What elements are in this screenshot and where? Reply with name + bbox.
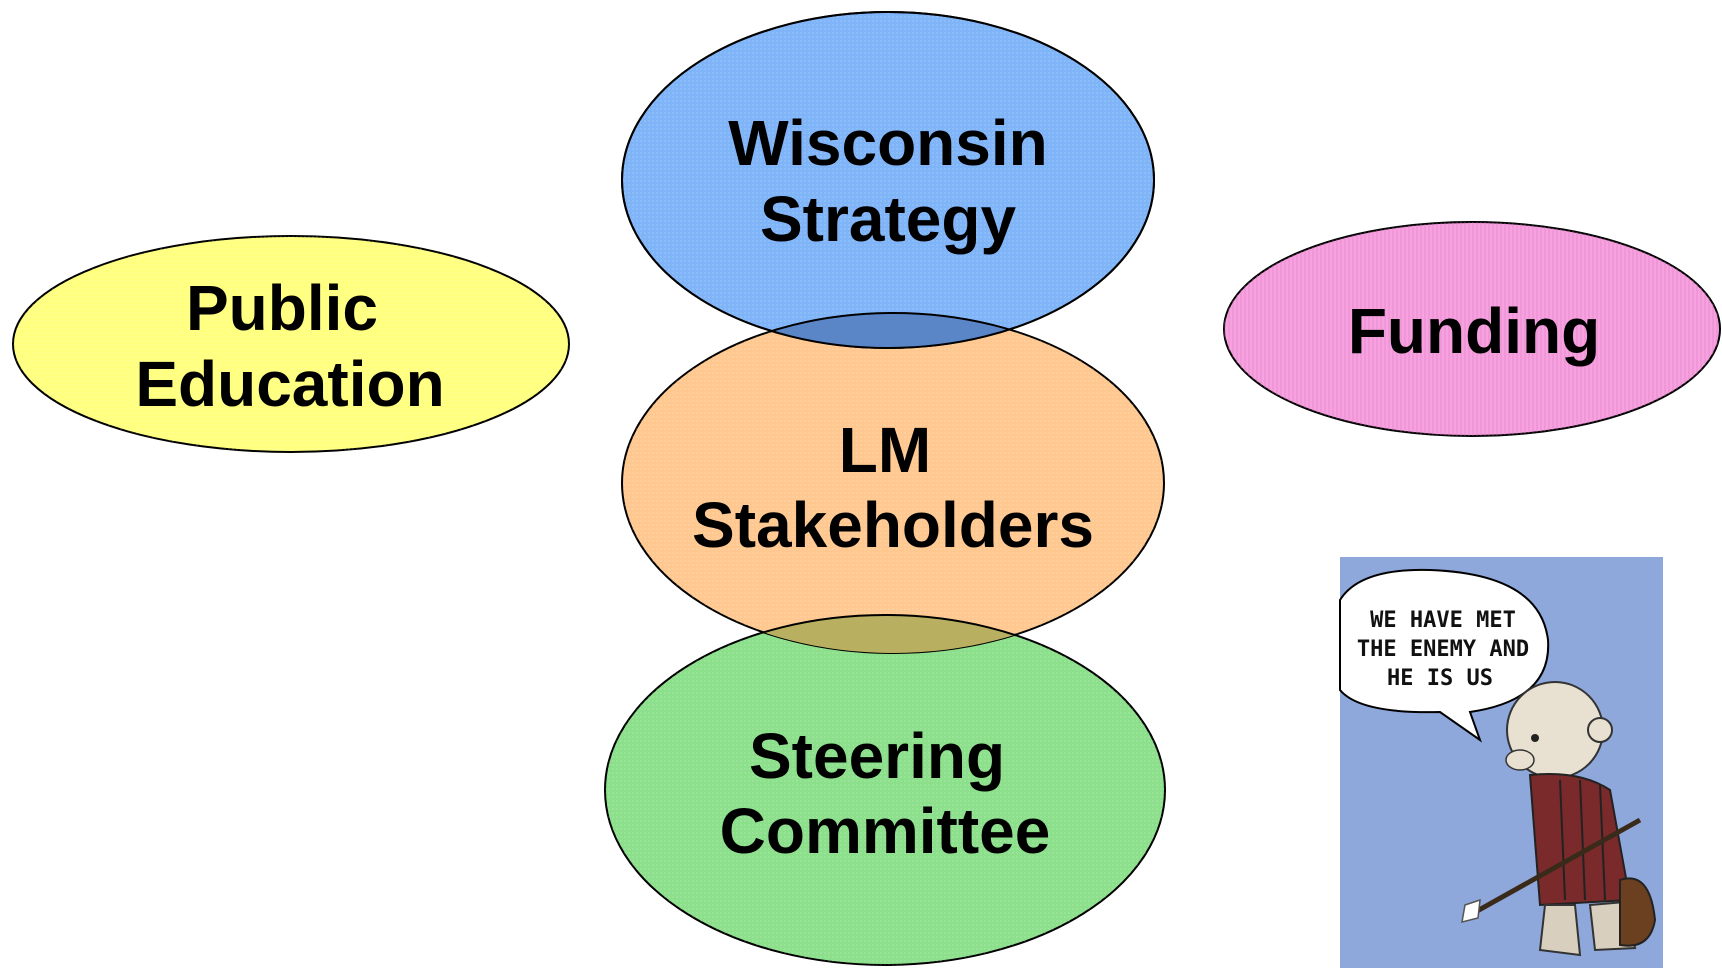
public-education-node: Public Education [12, 235, 570, 453]
speech-bubble: WE HAVE MET THE ENEMY AND HE IS US [1339, 568, 1550, 743]
funding-label: Funding [1348, 295, 1600, 367]
wisconsin-lm-overlap [622, 312, 1154, 348]
public-education-label-line1: Public [186, 272, 378, 344]
lm-stakeholders-label-line1: LM [839, 414, 931, 486]
speech-line-1: WE HAVE MET [1370, 608, 1516, 633]
steering-committee-label-line2: Committee [720, 795, 1051, 867]
public-education-label-line2: Education [135, 348, 444, 420]
steering-committee-label-line1: Steering [749, 720, 1005, 792]
lm-steering-overlap [622, 614, 1164, 653]
lm-stakeholders-node [621, 312, 1165, 654]
cartoon-image: WE HAVE MET THE ENEMY AND HE IS US [1339, 557, 1663, 968]
steering-committee-node [604, 614, 1166, 966]
lm-stakeholders-label-line2: Stakeholders [692, 489, 1094, 561]
cartoon-character [1461, 681, 1657, 957]
wisconsin-strategy-label-line2: Strategy [760, 183, 1017, 255]
funding-node: Funding [1223, 221, 1721, 437]
speech-line-2: THE ENEMY AND [1357, 637, 1529, 662]
wisconsin-strategy-node [621, 11, 1155, 349]
speech-line-3: HE IS US [1387, 666, 1493, 691]
wisconsin-strategy-label-line1: Wisconsin [728, 107, 1047, 179]
